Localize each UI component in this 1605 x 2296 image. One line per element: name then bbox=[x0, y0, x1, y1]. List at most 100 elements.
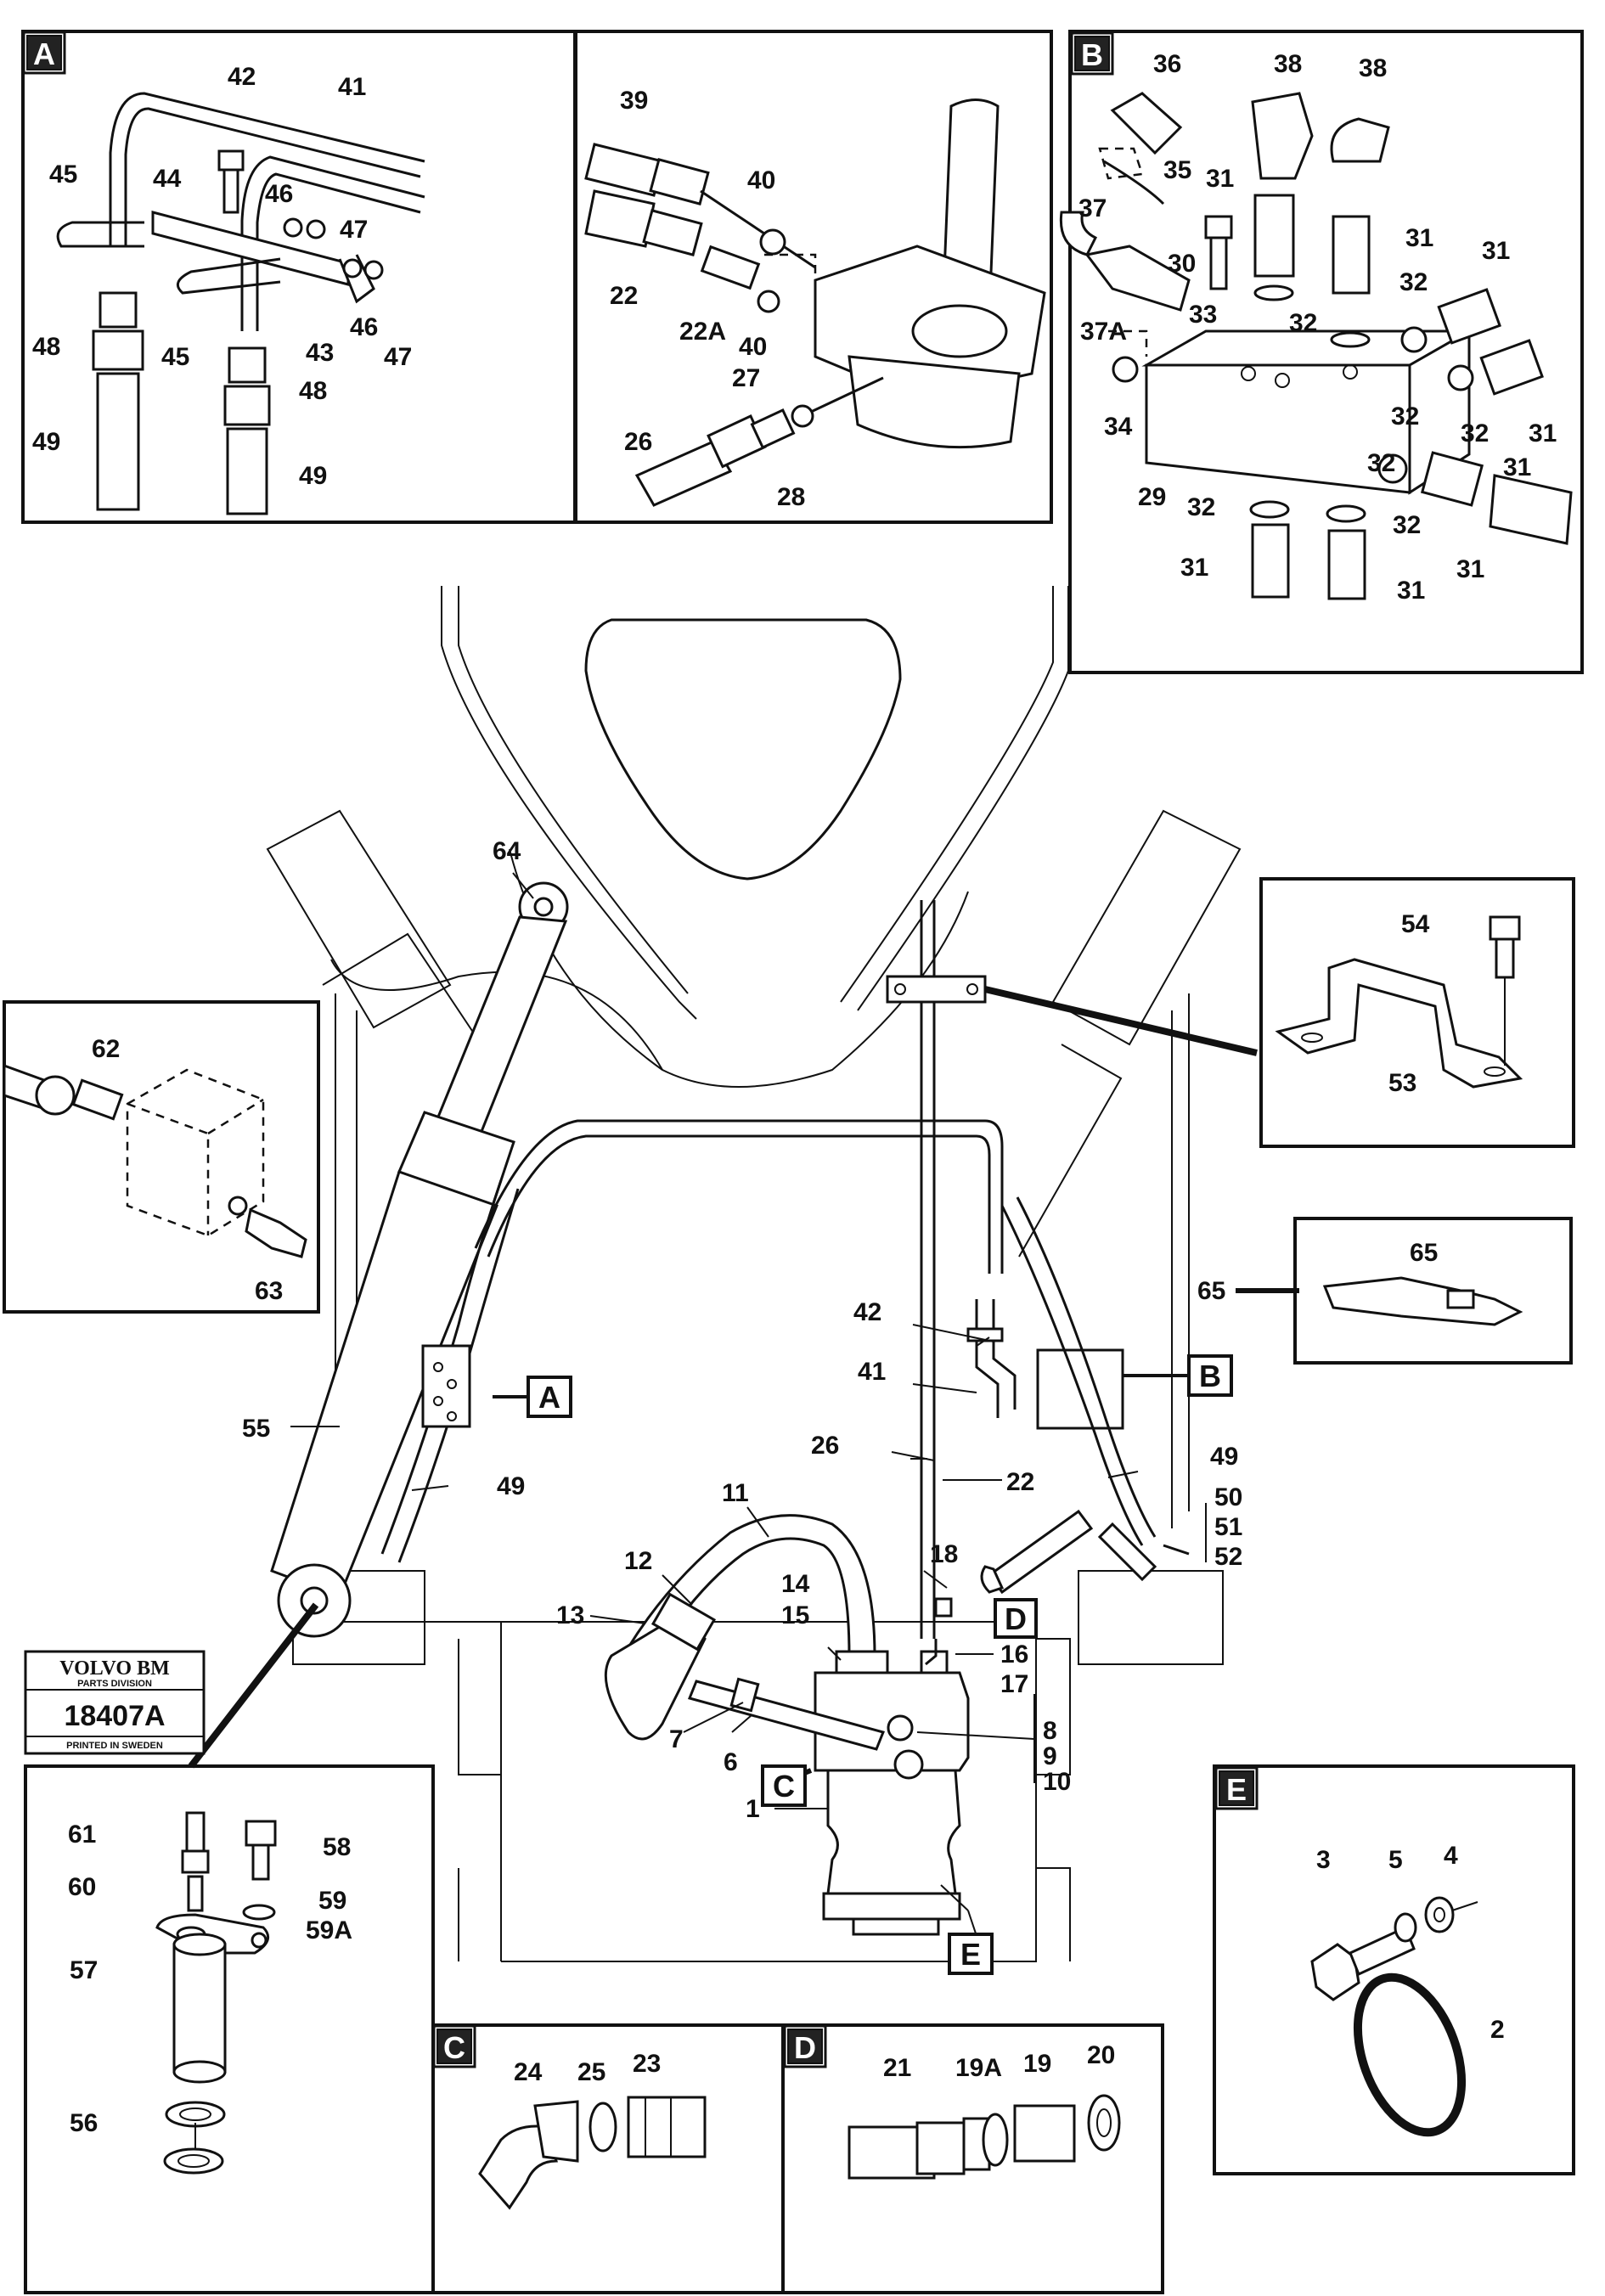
part-label: 41 bbox=[858, 1358, 886, 1386]
part-label: 24 bbox=[514, 2058, 543, 2086]
part-label: 19 bbox=[1023, 2050, 1051, 2078]
part-label: 36 bbox=[1153, 50, 1181, 78]
clamp-53-position bbox=[886, 975, 987, 1004]
part-label: 32 bbox=[1393, 511, 1421, 539]
part-label: 15 bbox=[781, 1601, 809, 1629]
pump-assembly bbox=[604, 1509, 1094, 1936]
part-label: 50 bbox=[1214, 1483, 1242, 1511]
part-label: 37 bbox=[1078, 194, 1107, 222]
pipe-lines-41-42 bbox=[474, 900, 1016, 1639]
part-label: 29 bbox=[1138, 483, 1166, 511]
part-label: 55 bbox=[242, 1415, 270, 1443]
pump-body-1 bbox=[826, 1769, 961, 1895]
bracket-A bbox=[421, 1344, 471, 1428]
inset-B bbox=[1059, 30, 1584, 674]
part-label: 31 bbox=[1456, 555, 1484, 583]
part-label: 22 bbox=[1006, 1468, 1034, 1496]
part-label: 34 bbox=[1104, 413, 1133, 441]
part-label: 40 bbox=[739, 333, 767, 361]
part-label: 22 bbox=[610, 282, 638, 310]
right-hub bbox=[1078, 1570, 1224, 1665]
o-ring-2 bbox=[1353, 1972, 1467, 2137]
clamp-12 bbox=[650, 1592, 717, 1652]
part-label: 14 bbox=[781, 1570, 810, 1598]
fitting-8-position bbox=[893, 1749, 924, 1780]
part-label: 8 bbox=[1043, 1717, 1057, 1745]
part-label: 49 bbox=[497, 1472, 525, 1500]
callout-B: B bbox=[1199, 1359, 1221, 1393]
part-label: 59 bbox=[318, 1887, 346, 1915]
inset-pin-57 bbox=[24, 1764, 435, 2294]
part-label: 60 bbox=[68, 1873, 96, 1901]
part-label: 3 bbox=[1316, 1846, 1331, 1874]
part-label: 12 bbox=[624, 1547, 652, 1575]
logo-brand: VOLVO BM bbox=[59, 1657, 170, 1680]
bracket-53 bbox=[1275, 958, 1523, 1089]
part-label: 21 bbox=[883, 2054, 911, 2082]
part-label: 32 bbox=[1391, 402, 1419, 430]
part-label: 41 bbox=[338, 73, 366, 101]
part-label: 65 bbox=[1197, 1277, 1225, 1305]
part-label: 17 bbox=[1000, 1670, 1028, 1698]
part-label: 39 bbox=[620, 87, 648, 115]
part-label: 38 bbox=[1274, 50, 1302, 78]
part-label: 18 bbox=[930, 1540, 958, 1568]
part-label: 20 bbox=[1087, 2041, 1115, 2069]
part-label: 16 bbox=[1000, 1640, 1028, 1669]
inset-valve-62-63 bbox=[3, 1000, 320, 1314]
leader-lines bbox=[188, 872, 1299, 1937]
part-label: 47 bbox=[340, 216, 368, 244]
part-label: 30 bbox=[1168, 250, 1196, 278]
part-label: 59A bbox=[306, 1916, 352, 1944]
part-label: 31 bbox=[1180, 554, 1208, 582]
callout-C: C bbox=[773, 1769, 795, 1804]
part-label: 44 bbox=[153, 165, 182, 193]
part-label: 19A bbox=[955, 2054, 1002, 2082]
part-label: 1 bbox=[746, 1795, 760, 1823]
left-boom-sleeve bbox=[266, 809, 452, 1029]
part-label: 32 bbox=[1187, 493, 1215, 521]
part-label: 65 bbox=[1410, 1239, 1438, 1267]
callout-A: A bbox=[538, 1380, 560, 1415]
lift-cylinder-55 bbox=[270, 881, 569, 1638]
fitting-C-position bbox=[887, 1714, 914, 1742]
part-label: 35 bbox=[1163, 156, 1191, 184]
part-label: 48 bbox=[32, 333, 60, 361]
part-label: 32 bbox=[1289, 309, 1317, 337]
part-label: 56 bbox=[70, 2109, 98, 2137]
callout-B-box bbox=[1187, 1354, 1233, 1397]
callout-boxes: A B C D E A B C D E bbox=[33, 37, 1247, 2065]
right-boom-sleeve bbox=[1051, 809, 1242, 1046]
part-label: 31 bbox=[1397, 577, 1425, 605]
part-label: 10 bbox=[1043, 1768, 1071, 1796]
part-label: 32 bbox=[1399, 268, 1428, 296]
part-label: 57 bbox=[70, 1956, 98, 1984]
part-label: 37A bbox=[1080, 318, 1127, 346]
part-label: 40 bbox=[747, 166, 775, 194]
inset-D bbox=[781, 2023, 1164, 2294]
logo-division: PARTS DIVISION bbox=[77, 1679, 152, 1689]
part-label: 23 bbox=[633, 2050, 661, 2078]
callout-C-box bbox=[761, 1764, 807, 1807]
part-label: 31 bbox=[1206, 165, 1234, 193]
part-label: 25 bbox=[577, 2058, 605, 2086]
inset-B-letter: B bbox=[1081, 37, 1103, 72]
part-label: 45 bbox=[49, 160, 77, 189]
part-label: 49 bbox=[299, 462, 327, 490]
part-label: 46 bbox=[350, 313, 378, 341]
cab-window bbox=[584, 618, 902, 881]
part-label: 11 bbox=[722, 1479, 749, 1507]
part-label: 22A bbox=[679, 318, 726, 346]
part-label: 38 bbox=[1359, 54, 1387, 82]
part-label: 33 bbox=[1189, 301, 1217, 329]
machine-frame-outline bbox=[266, 586, 1242, 1962]
logo-number: 18407A bbox=[64, 1700, 165, 1732]
logo-printed: PRINTED IN SWEDEN bbox=[66, 1741, 163, 1751]
part-label: 26 bbox=[811, 1432, 839, 1460]
part-label: 53 bbox=[1388, 1069, 1416, 1097]
inset-A-letter: A bbox=[33, 37, 55, 71]
part-label: 13 bbox=[556, 1601, 584, 1629]
part-label: 28 bbox=[777, 483, 805, 511]
piston-rod bbox=[431, 915, 568, 1148]
part-label: 32 bbox=[1461, 419, 1489, 447]
